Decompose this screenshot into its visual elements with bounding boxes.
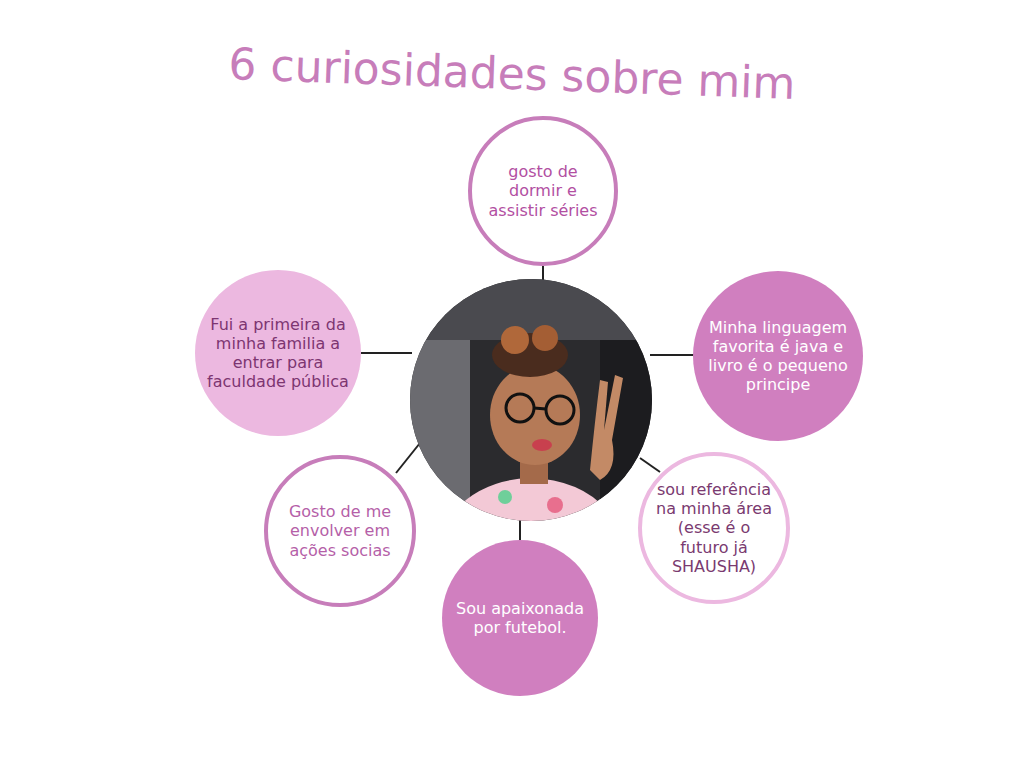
curiosity-text: Gosto de me envolver em ações socias — [279, 502, 401, 560]
curiosity-circle: Fui a primeira da minha familia a entrar… — [195, 270, 361, 436]
curiosity-text: Sou apaixonada por futebol. — [455, 599, 585, 637]
curiosity-circle: Minha linguagem favorita é java e livro … — [693, 271, 863, 441]
curiosity-circle: Gosto de me envolver em ações socias — [264, 455, 416, 607]
curiosity-circle: sou referência na minha área (esse é o f… — [638, 452, 790, 604]
text-wrap: Minha linguagem favorita é java e livro … — [703, 318, 853, 395]
curiosity-circle: gosto de dormir e assistir séries — [468, 116, 618, 266]
curiosity-text: Fui a primeira da minha familia a entrar… — [204, 315, 352, 392]
curiosity-text: sou referência na minha área (esse é o f… — [653, 480, 775, 576]
text-wrap: Sou apaixonada por futebol. — [455, 599, 585, 637]
curiosity-text: Minha linguagem favorita é java e livro … — [703, 318, 853, 395]
text-wrap: sou referência na minha área (esse é o f… — [653, 480, 775, 576]
text-wrap: gosto de dormir e assistir séries — [481, 162, 605, 220]
title: 6 curiosidades sobre mim — [0, 30, 1024, 117]
text-wrap: Fui a primeira da minha familia a entrar… — [204, 315, 352, 392]
portrait-photo — [400, 270, 670, 530]
text-wrap: Gosto de me envolver em ações socias — [279, 502, 401, 560]
curiosity-circle: Sou apaixonada por futebol. — [442, 540, 598, 696]
curiosity-text: gosto de dormir e assistir séries — [481, 162, 605, 220]
